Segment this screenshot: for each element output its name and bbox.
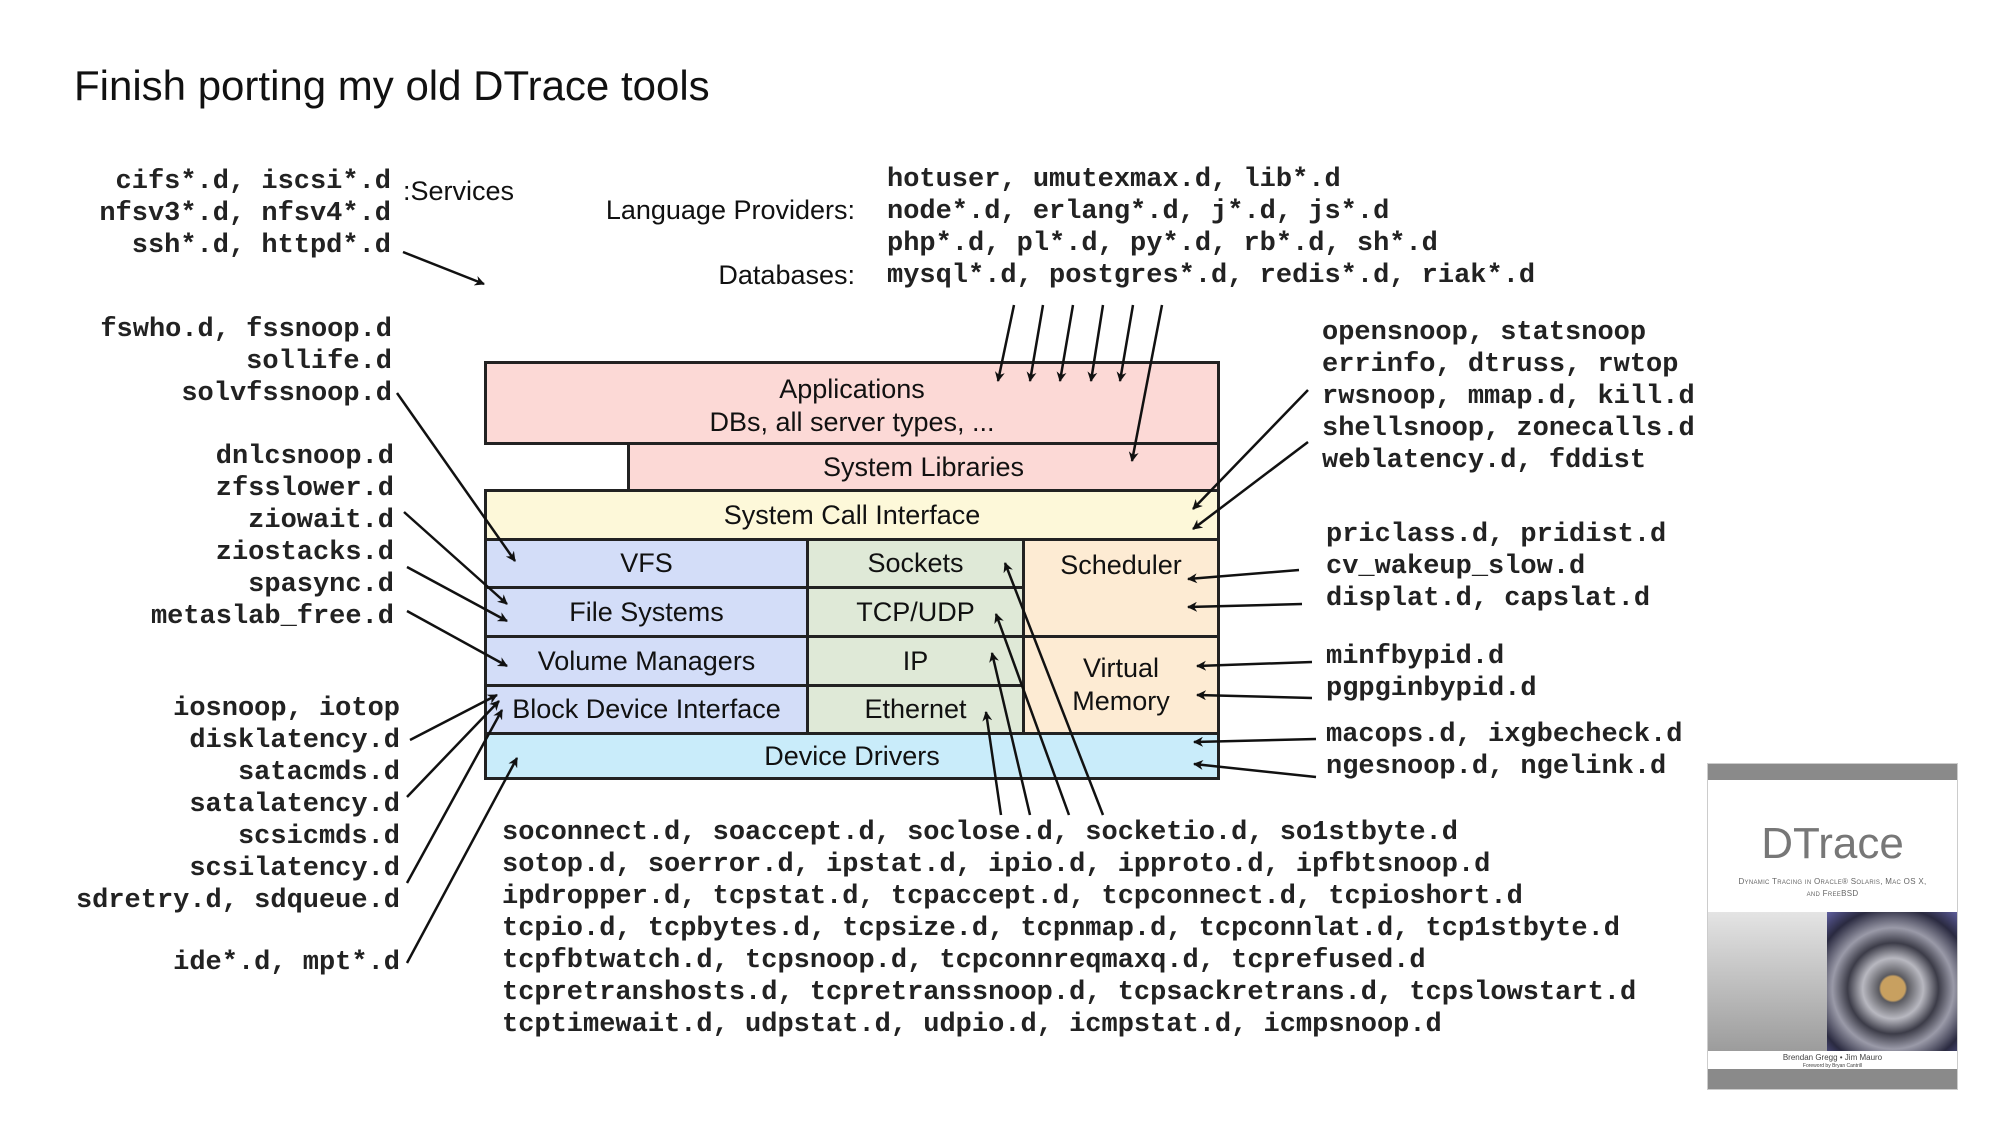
- ethernet-label: Ethernet: [864, 694, 967, 724]
- network-tools: soconnect.d, soaccept.d, soclose.d, sock…: [502, 817, 1636, 1041]
- ip-label: IP: [902, 645, 929, 676]
- tool-line: sdretry.d, sdqueue.d: [75, 886, 400, 916]
- arrow: [402, 250, 485, 286]
- tool-line: dnlcsnoop.d: [215, 442, 394, 472]
- gears-photo: [1827, 912, 1957, 1051]
- tool-line: scsicmds.d: [237, 822, 400, 852]
- block-device-label: Block Device Interface: [512, 694, 781, 724]
- applications-sublabel: DBs, all server types, ...: [709, 407, 995, 437]
- syscall-layer: System Call Interface: [484, 489, 1220, 541]
- tool-line: ziostacks.d: [215, 538, 394, 568]
- sockets-label: Sockets: [867, 548, 964, 578]
- tool-line: fswho.d, fssnoop.d: [100, 315, 392, 345]
- ip-layer: IP: [806, 635, 1025, 687]
- tool-line: minfbypid.d: [1326, 642, 1505, 672]
- scheduler-layer: Scheduler: [1022, 538, 1220, 638]
- tcp-udp-layer: TCP/UDP: [806, 586, 1025, 638]
- book-authors: Brendan Gregg • Jim Mauro Foreword by Br…: [1708, 1053, 1957, 1071]
- dtrace-book-cover: DTrace Dynamic Tracing in Oracle® Solari…: [1707, 763, 1958, 1090]
- tool-line: mysql*.d, postgres*.d, redis*.d, riak*.d: [887, 261, 1536, 291]
- tool-line: hotuser, umutexmax.d, lib*.d: [887, 165, 1341, 195]
- tool-line: node*.d, erlang*.d, j*.d, js*.d: [887, 197, 1390, 227]
- tool-line: sollife.d: [246, 347, 392, 377]
- syscall-label: System Call Interface: [723, 499, 981, 530]
- tool-line: ngesnoop.d, ngelink.d: [1326, 752, 1667, 782]
- language-providers-label: Language Providers:: [605, 195, 855, 225]
- tool-line: scsilatency.d: [189, 854, 400, 884]
- tool-line: tcpio.d, tcpbytes.d, tcpsize.d, tcpnmap.…: [502, 914, 1620, 944]
- device-drivers-layer: Device Drivers: [484, 732, 1220, 780]
- tool-line: sotop.d, soerror.d, ipstat.d, ipio.d, ip…: [502, 850, 1491, 880]
- tool-line: spasync.d: [248, 570, 394, 600]
- tool-line: disklatency.d: [189, 726, 400, 756]
- tool-line: displat.d, capslat.d: [1326, 584, 1651, 614]
- tool-line: php*.d, pl*.d, py*.d, rb*.d, sh*.d: [887, 229, 1438, 259]
- tool-line: ipdropper.d, tcpstat.d, tcpaccept.d, tcp…: [502, 882, 1523, 912]
- book-foreword: Foreword by Bryan Cantrill: [1802, 1063, 1863, 1069]
- tool-line: opensnoop, statsnoop: [1322, 318, 1647, 348]
- tool-line: ziowait.d: [248, 506, 394, 536]
- tool-line: priclass.d, pridist.d: [1326, 520, 1667, 550]
- tool-line: tcpretranshosts.d, tcpretranssnoop.d, tc…: [502, 978, 1637, 1008]
- tcp-udp-label: TCP/UDP: [856, 596, 975, 627]
- services-label: :Services: [403, 176, 515, 206]
- arrow: [405, 757, 519, 964]
- tool-line: metaslab_free.d: [150, 602, 394, 632]
- tool-line: zfsslower.d: [215, 474, 394, 504]
- file-systems-label: File Systems: [569, 596, 724, 627]
- tool-line: pgpginbypid.d: [1326, 674, 1537, 704]
- slide-title: Finish porting my old DTrace tools: [74, 62, 710, 109]
- book-title: DTrace: [1761, 819, 1904, 868]
- virtual-memory-label: Virtual Memory: [1072, 653, 1170, 716]
- applications-label: Applications: [779, 374, 925, 404]
- system-libraries-layer: System Libraries: [627, 442, 1220, 492]
- tool-line: cv_wakeup_slow.d: [1326, 552, 1586, 582]
- file-systems-layer: File Systems: [484, 586, 809, 638]
- block-device-layer: Block Device Interface: [484, 684, 809, 735]
- sockets-layer: Sockets: [806, 538, 1025, 589]
- system-libraries-label: System Libraries: [822, 451, 1025, 482]
- tool-line: weblatency.d, fddist: [1322, 446, 1647, 476]
- tool-line: shellsnoop, zonecalls.d: [1322, 414, 1695, 444]
- tool-line: iosnoop, iotop: [173, 694, 400, 724]
- tool-line: soconnect.d, soaccept.d, soclose.d, sock…: [502, 818, 1458, 848]
- applications-layer: Applications DBs, all server types, ...: [484, 361, 1220, 445]
- device-drivers-label: Device Drivers: [764, 740, 940, 771]
- tool-line: tcpfbtwatch.d, tcpsnoop.d, tcpconnreqmax…: [502, 946, 1426, 976]
- databases-label: Databases:: [718, 260, 855, 290]
- tool-line: satacmds.d: [237, 758, 400, 788]
- tool-line: errinfo, dtruss, rwtop: [1322, 350, 1679, 380]
- tool-line: nfsv3*.d, nfsv4*.d: [99, 199, 391, 229]
- tool-line: cifs*.d, iscsi*.d: [115, 167, 391, 197]
- cover-gradient: [1708, 912, 1827, 1051]
- virtual-memory-layer: Virtual Memory: [1022, 635, 1220, 735]
- cover-top-bar: [1708, 764, 1957, 780]
- volume-managers-label: Volume Managers: [537, 645, 756, 676]
- tool-line: macops.d, ixgbecheck.d: [1326, 720, 1683, 750]
- ethernet-layer: Ethernet: [806, 684, 1025, 735]
- vfs-layer: VFS: [484, 538, 809, 589]
- volume-managers-layer: Volume Managers: [484, 635, 809, 687]
- tool-line: solvfssnoop.d: [181, 379, 392, 409]
- book-authors-line: Brendan Gregg • Jim Mauro: [1782, 1053, 1883, 1062]
- book-subtitle: Dynamic Tracing in Oracle® Solaris, Mac …: [1738, 877, 1927, 898]
- tool-line: ssh*.d, httpd*.d: [131, 231, 391, 261]
- vfs-label: VFS: [620, 548, 673, 578]
- tool-line: tcptimewait.d, udpstat.d, udpio.d, icmps…: [502, 1010, 1442, 1040]
- cover-bottom-bar: [1708, 1069, 1957, 1089]
- scheduler-label: Scheduler: [1060, 550, 1182, 580]
- tool-line: rwsnoop, mmap.d, kill.d: [1322, 382, 1695, 412]
- ide-tools: ide*.d, mpt*.d: [173, 948, 400, 978]
- tool-line: satalatency.d: [189, 790, 400, 820]
